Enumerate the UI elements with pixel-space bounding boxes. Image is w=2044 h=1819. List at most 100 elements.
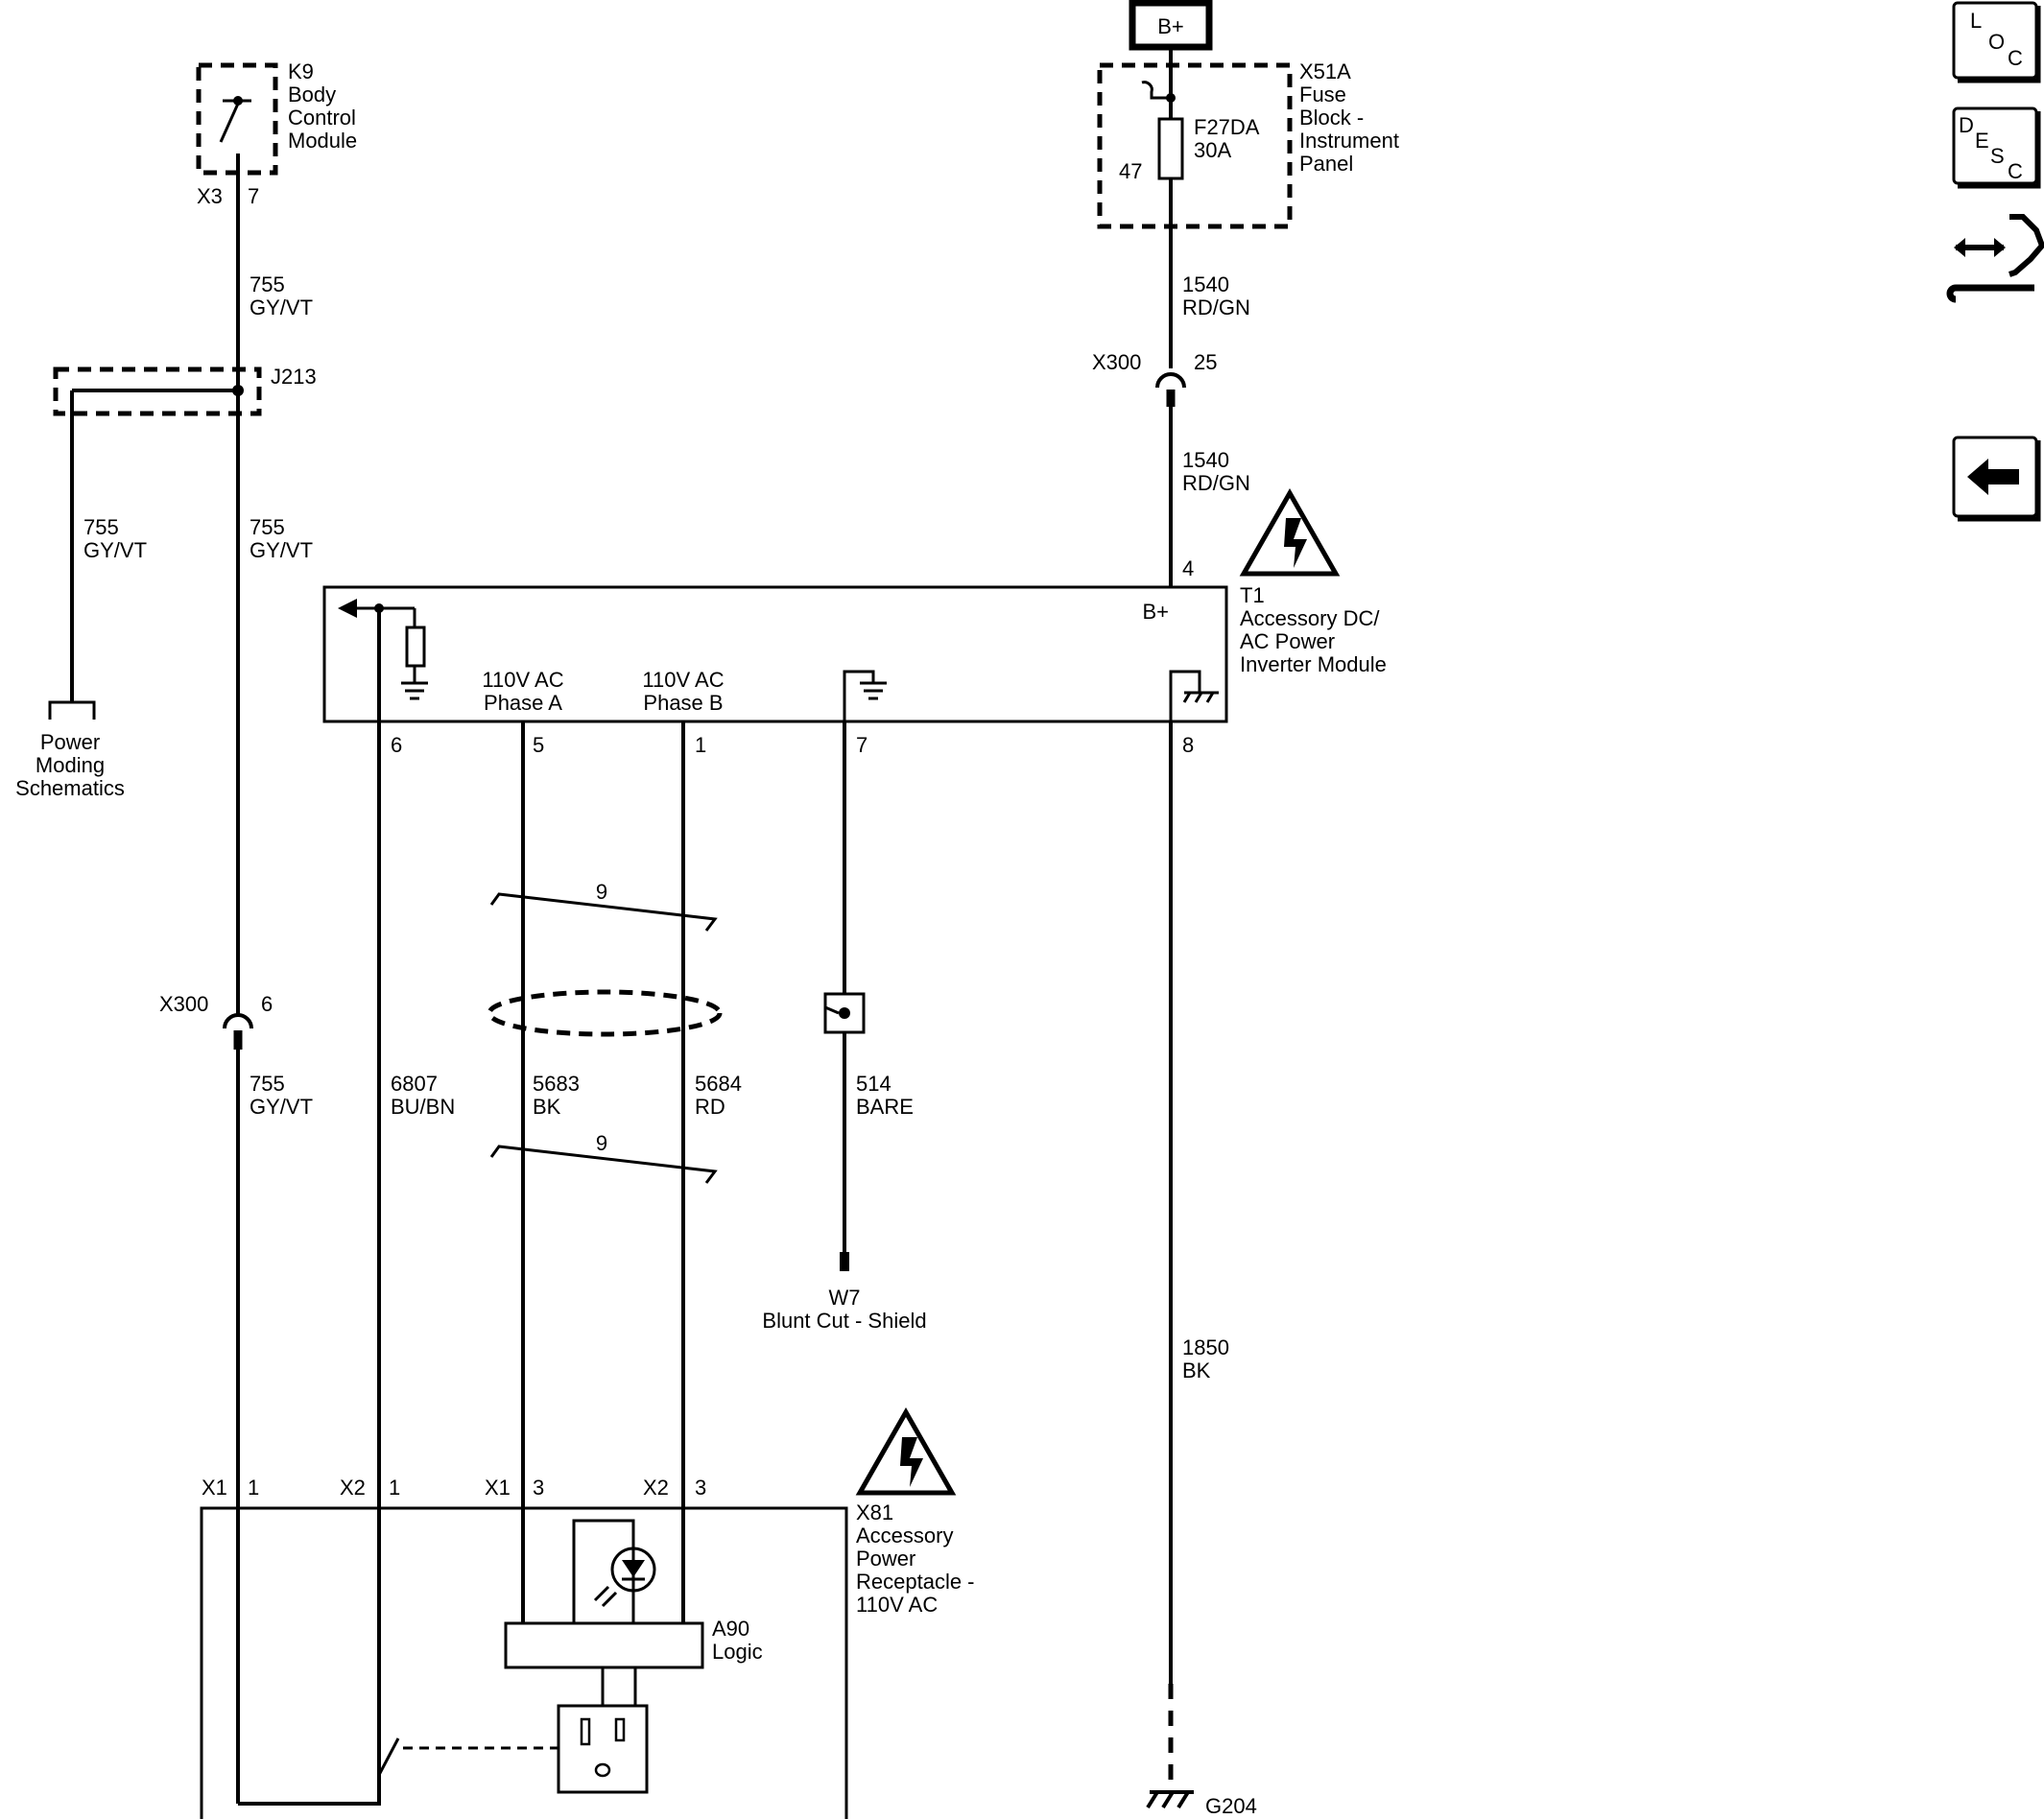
connector-wrench-icon[interactable] (1946, 214, 2044, 303)
inverter-pin-8: 8 (1182, 733, 1194, 757)
loc-letter-o: O (1988, 30, 2005, 54)
wire-5683-number: 5683 (533, 1072, 580, 1096)
logic-block (504, 1621, 704, 1669)
wire-755-low-color: GY/VT (250, 1095, 313, 1119)
splice-id: J213 (271, 365, 317, 389)
wire-514-number: 514 (856, 1072, 891, 1096)
wire-1540-upper-number: 1540 (1182, 272, 1229, 296)
cable-shield (487, 989, 866, 1037)
desc-letter-s: S (1990, 144, 2005, 168)
phase-a-line-2: Phase A (484, 691, 562, 715)
battery-positive: B+ (1129, 0, 1213, 51)
rec-conn-pin-1-b: 1 (389, 1476, 400, 1500)
bcm-name-1: Body (288, 83, 336, 106)
ground-g204: G204 (1146, 1684, 1257, 1818)
wire-5684-color: RD (695, 1095, 725, 1119)
power-moding-line-2: Moding (36, 753, 105, 777)
rec-conn-x1-b: X1 (485, 1476, 511, 1500)
wire-5683-color: BK (533, 1095, 561, 1119)
rec-conn-pin-3-b: 3 (695, 1476, 706, 1500)
fuse-pin: 47 (1119, 159, 1142, 183)
loc-letter-l: L (1970, 9, 1982, 33)
fuse-id: F27DA (1194, 115, 1260, 139)
inline-connector-x300-upper: X300 25 (1092, 350, 1217, 407)
x300-lower-id: X300 (159, 992, 208, 1016)
inverter-id: T1 (1240, 583, 1265, 607)
inverter-module: B+ 110V AC Phase A 110V AC Phase B T1 Ac… (322, 583, 1387, 723)
desc-letter-e: E (1975, 129, 1989, 153)
wire-1540-upper-color: RD/GN (1182, 295, 1250, 319)
x300-upper-pin: 25 (1194, 350, 1217, 374)
fuse-symbol (1157, 117, 1184, 180)
power-moding-line-3: Schematics (15, 776, 125, 800)
wire-1850-color: BK (1182, 1358, 1211, 1382)
fuse-block-name-3: Instrument (1299, 129, 1399, 153)
body-control-module: K9 Body Control Module X3 7 (196, 59, 357, 208)
bcm-name-3: Module (288, 129, 357, 153)
wire-755-low-number: 755 (250, 1072, 285, 1096)
bcm-id: K9 (288, 59, 314, 83)
phase-b-line-1: 110V AC (642, 668, 724, 692)
twisted-pair-upper: 9 (489, 880, 718, 932)
receptacle-name-3: Receptacle - (856, 1570, 975, 1594)
inverter-pin-5: 5 (533, 733, 544, 757)
power-moding-line-1: Power (40, 730, 100, 754)
battery-label: B+ (1157, 14, 1184, 38)
splice-j213: J213 (53, 365, 317, 416)
rec-conn-x1-a: X1 (202, 1476, 227, 1500)
back-button[interactable] (1952, 436, 2041, 522)
outlet-icon (557, 1704, 649, 1794)
bcm-connector: X3 (197, 184, 223, 208)
wire-6807-color: BU/BN (391, 1095, 455, 1119)
bcm-pin: 7 (248, 184, 259, 208)
receptacle-name-1: Accessory (856, 1524, 953, 1547)
blunt-cut-name: Blunt Cut - Shield (762, 1309, 926, 1333)
x300-lower-pin: 6 (261, 992, 273, 1016)
twist-count-lower: 9 (596, 1131, 607, 1155)
inline-connector-x300-lower: X300 6 (159, 992, 273, 1050)
receptacle-module: X1 1 X2 1 X1 3 X2 3 X81 Accessory Power … (200, 1476, 975, 1819)
receptacle-name-2: Power (856, 1547, 915, 1571)
twist-count-upper: 9 (596, 880, 607, 904)
fuse-block: F27DA 30A 47 X51A Fuse Block - Instrumen… (1097, 59, 1399, 229)
receptacle-name-4: 110V AC (856, 1593, 938, 1617)
back-arrow-icon (1967, 459, 2019, 495)
high-voltage-warning-icon (1239, 487, 1341, 577)
fuse-block-name-4: Panel (1299, 152, 1353, 176)
inverter-name-3: Inverter Module (1240, 652, 1387, 676)
wire-755-top-number: 755 (250, 272, 285, 296)
rec-conn-x2-b: X2 (643, 1476, 669, 1500)
inverter-name-1: Accessory DC/ (1240, 606, 1380, 630)
wire-755-top-color: GY/VT (250, 295, 313, 319)
phase-b-line-2: Phase B (643, 691, 723, 715)
bcm-name-2: Control (288, 106, 356, 130)
pullup-resistor (405, 626, 426, 668)
power-moding-reference[interactable]: Power Moding Schematics (15, 700, 125, 800)
wire-5684-number: 5684 (695, 1072, 742, 1096)
loc-letter-c: C (2008, 46, 2023, 70)
inverter-pin-6: 6 (391, 733, 402, 757)
loc-button[interactable]: L O C (1952, 1, 2041, 83)
ground-id: G204 (1205, 1794, 1257, 1818)
inverter-pin-4: 4 (1182, 556, 1194, 580)
high-voltage-warning-icon (855, 1406, 957, 1496)
receptacle-id: X81 (856, 1500, 893, 1524)
x300-upper-id: X300 (1092, 350, 1141, 374)
shield-blunt-cut: W7 Blunt Cut - Shield (762, 1252, 927, 1333)
logic-name: Logic (712, 1640, 763, 1664)
wire-755-mid-number: 755 (250, 515, 285, 539)
rec-conn-x2-a: X2 (340, 1476, 366, 1500)
fuse-block-name-1: Fuse (1299, 83, 1346, 106)
wire-1540-lower-color: RD/GN (1182, 471, 1250, 495)
blunt-cut-id: W7 (829, 1286, 861, 1310)
logic-id: A90 (712, 1617, 749, 1641)
fuse-block-name-2: Block - (1299, 106, 1364, 130)
inverter-pin-7: 7 (856, 733, 868, 757)
fuse-rating: 30A (1194, 138, 1231, 162)
desc-button[interactable]: D E S C (1952, 106, 2041, 189)
wire-755-left-color: GY/VT (83, 538, 147, 562)
twisted-pair-lower: 9 (489, 1131, 718, 1184)
wire-1850-number: 1850 (1182, 1335, 1229, 1359)
wire-6807-number: 6807 (391, 1072, 438, 1096)
